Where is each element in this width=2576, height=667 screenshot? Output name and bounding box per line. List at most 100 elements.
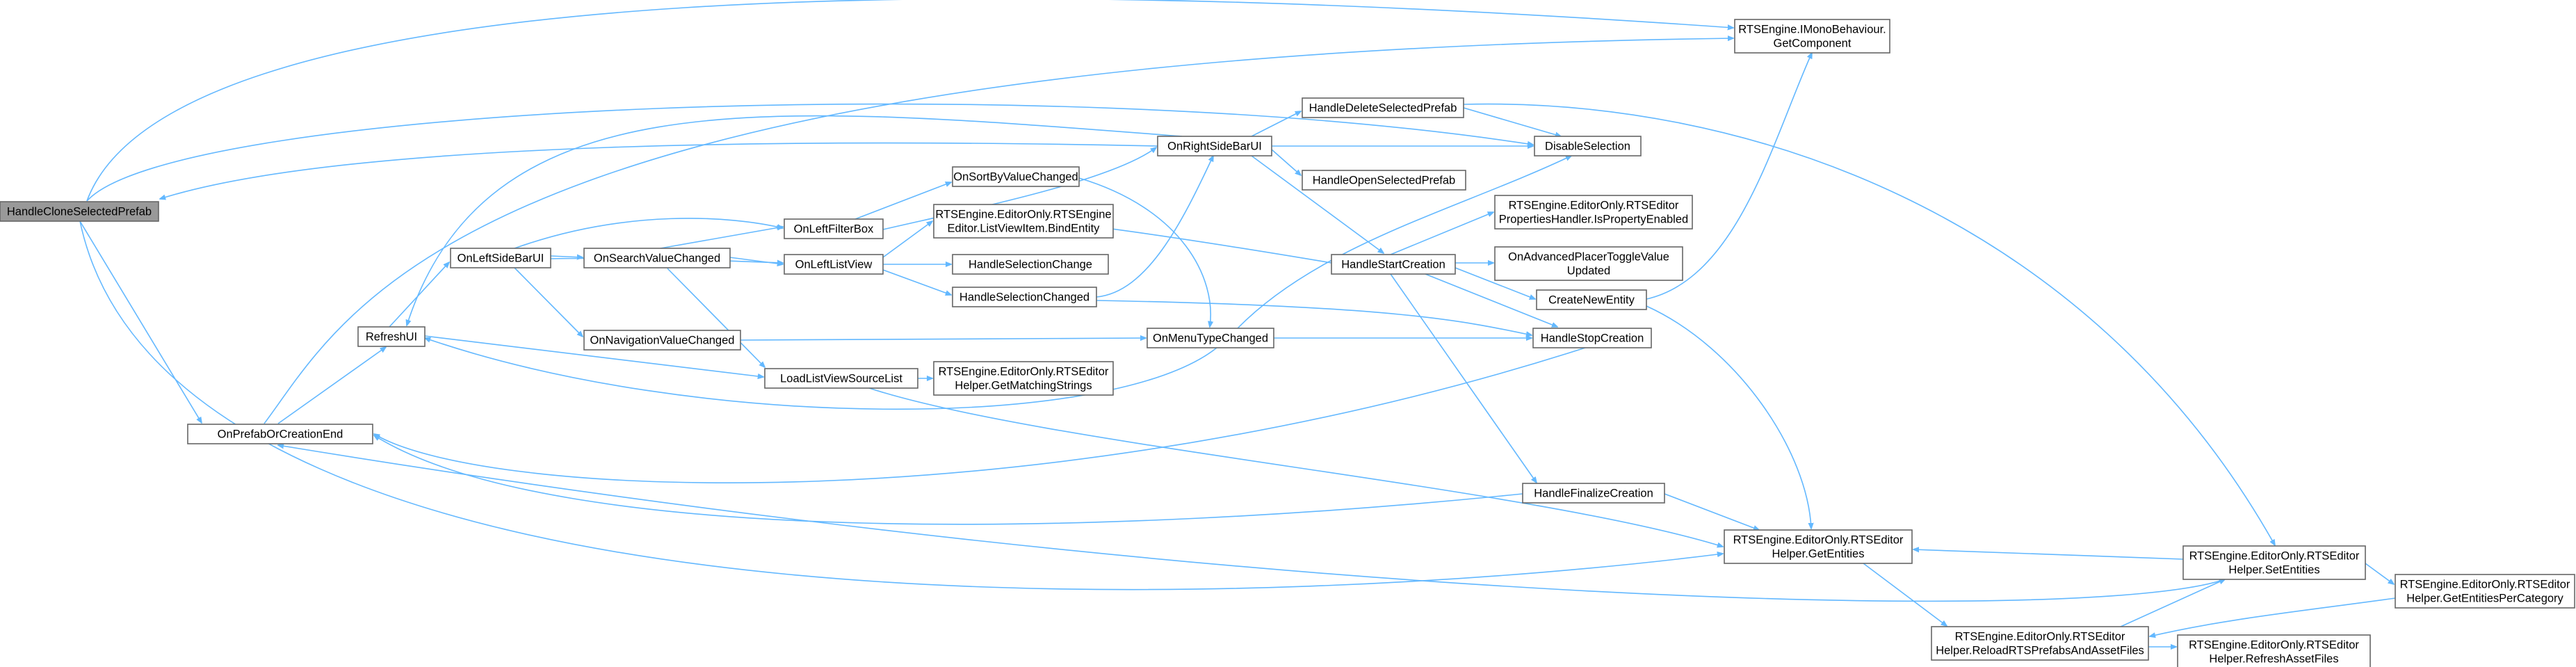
graph-node[interactable]: OnLeftListView	[784, 254, 884, 275]
edges-layer	[79, 0, 2396, 647]
graph-node[interactable]: RTSEngine.EditorOnly.RTSEditorHelper.Get…	[2395, 574, 2575, 609]
graph-node[interactable]: OnNavigationValueChanged	[583, 330, 741, 351]
node-box[interactable]	[1532, 328, 1652, 348]
node-label: Editor.ListViewItem.BindEntity	[948, 223, 1101, 235]
node-box[interactable]	[952, 254, 1109, 275]
node-box[interactable]	[187, 424, 373, 444]
call-edge	[1096, 156, 1213, 298]
call-edge	[514, 267, 583, 337]
node-box[interactable]	[357, 326, 426, 347]
node-box[interactable]	[1931, 626, 2149, 661]
graph-node[interactable]: HandleSelectionChanged	[952, 287, 1097, 307]
graph-node[interactable]: HandleCloneSelectedPrefab	[0, 201, 159, 222]
node-box[interactable]	[1534, 136, 1642, 156]
node-box[interactable]	[933, 361, 1114, 396]
graph-node[interactable]: OnLeftSideBarUI	[450, 248, 551, 268]
graph-node[interactable]: RTSEngine.EditorOnly.RTSEditorHelper.Get…	[1724, 529, 1913, 564]
call-edge	[277, 347, 386, 424]
graph-node[interactable]: DisableSelection	[1534, 136, 1642, 156]
node-label: Helper.GetEntitiesPerCategory	[2406, 593, 2563, 605]
node-box[interactable]	[1302, 97, 1464, 118]
call-edge	[278, 445, 2226, 602]
call-edge	[1271, 149, 1301, 175]
node-label: Helper.GetMatchingStrings	[955, 380, 1092, 392]
node-box[interactable]	[933, 204, 1114, 239]
graph-node[interactable]: RTSEngine.EditorOnly.RTSEngineEditor.Lis…	[933, 204, 1114, 239]
node-box[interactable]	[0, 201, 159, 222]
graph-node[interactable]: OnMenuTypeChanged	[1147, 328, 1274, 348]
call-edge	[79, 220, 202, 423]
graph-node[interactable]: HandleFinalizeCreation	[1522, 483, 1665, 504]
node-box[interactable]	[2177, 634, 2371, 667]
node-box[interactable]	[583, 330, 741, 351]
call-edge	[882, 269, 951, 295]
node-box[interactable]	[784, 218, 884, 239]
graph-node[interactable]: OnPrefabOrCreationEnd	[187, 424, 373, 444]
call-edge	[868, 387, 1723, 547]
graph-node[interactable]: RTSEngine.EditorOnly.RTSEditorHelper.Get…	[933, 361, 1114, 396]
call-edge	[2150, 597, 2396, 636]
call-edge	[425, 338, 1217, 410]
node-label: OnMenuTypeChanged	[1153, 332, 1268, 345]
node-label: OnPrefabOrCreationEnd	[218, 428, 343, 441]
node-box[interactable]	[1147, 328, 1274, 348]
graph-node[interactable]: OnLeftFilterBox	[784, 218, 884, 239]
node-box[interactable]	[764, 368, 918, 389]
call-edge	[374, 435, 1523, 525]
node-label: OnNavigationValueChanged	[590, 335, 735, 347]
node-label: HandleCloneSelectedPrefab	[7, 206, 152, 218]
node-label: HandleSelectionChanged	[959, 291, 1089, 304]
node-label: CreateNewEntity	[1548, 294, 1635, 307]
graph-node[interactable]: HandleStartCreation	[1331, 254, 1456, 275]
node-label: Helper.GetEntities	[1772, 548, 1865, 561]
graph-node[interactable]: HandleOpenSelectedPrefab	[1302, 170, 1466, 191]
graph-node[interactable]: RTSEngine.EditorOnly.RTSEditorHelper.Ref…	[2177, 634, 2371, 667]
node-box[interactable]	[952, 166, 1080, 187]
graph-node[interactable]: OnSearchValueChanged	[583, 248, 731, 268]
node-box[interactable]	[1536, 289, 1647, 310]
graph-node[interactable]: LoadListViewSourceList	[764, 368, 918, 389]
graph-node[interactable]: RTSEngine.EditorOnly.RTSEditorHelper.Set…	[2182, 545, 2366, 580]
graph-node[interactable]: RTSEngine.IMonoBehaviour.GetComponent	[1734, 19, 1890, 54]
node-box[interactable]	[784, 254, 884, 275]
node-box[interactable]	[1494, 246, 1683, 281]
node-label: LoadListViewSourceList	[780, 373, 902, 385]
graph-node[interactable]: HandleStopCreation	[1532, 328, 1652, 348]
graph-node[interactable]: HandleSelectionChange	[952, 254, 1109, 275]
graph-node[interactable]: RTSEngine.EditorOnly.RTSEditorProperties…	[1494, 195, 1693, 230]
node-label: HandleOpenSelectedPrefab	[1313, 175, 1455, 187]
nodes-layer: HandleCloneSelectedPrefabOnPrefabOrCreat…	[0, 19, 2575, 667]
call-edge	[740, 338, 1146, 340]
node-label: RTSEngine.EditorOnly.RTSEditor	[1733, 534, 1904, 547]
node-box[interactable]	[1302, 170, 1466, 191]
call-edge	[1251, 155, 1384, 253]
node-box[interactable]	[450, 248, 551, 268]
node-box[interactable]	[1331, 254, 1456, 275]
node-label: Helper.RefreshAssetFiles	[2209, 653, 2338, 666]
graph-node[interactable]: OnSortByValueChanged	[952, 166, 1080, 187]
node-box[interactable]	[2182, 545, 2366, 580]
call-edge	[86, 103, 1533, 202]
node-box[interactable]	[1494, 195, 1693, 230]
node-label: Updated	[1567, 265, 1610, 278]
node-label: HandleFinalizeCreation	[1534, 488, 1653, 500]
node-box[interactable]	[1157, 136, 1272, 156]
graph-node[interactable]: OnRightSideBarUI	[1157, 136, 1272, 156]
graph-node[interactable]: CreateNewEntity	[1536, 289, 1647, 310]
node-box[interactable]	[1724, 529, 1913, 564]
call-edge	[1390, 273, 1537, 483]
node-box[interactable]	[1522, 483, 1665, 504]
node-box[interactable]	[1734, 19, 1890, 54]
call-edge	[1078, 177, 1210, 327]
call-edge	[389, 262, 449, 328]
graph-node[interactable]: RefreshUI	[357, 326, 426, 347]
graph-node[interactable]: RTSEngine.EditorOnly.RTSEditorHelper.Rel…	[1931, 626, 2149, 661]
node-box[interactable]	[2395, 574, 2575, 609]
call-edge	[1913, 549, 2184, 560]
graph-node[interactable]: HandleDeleteSelectedPrefab	[1302, 97, 1464, 118]
node-box[interactable]	[583, 248, 731, 268]
node-label: OnSearchValueChanged	[594, 252, 720, 265]
node-box[interactable]	[952, 287, 1097, 307]
